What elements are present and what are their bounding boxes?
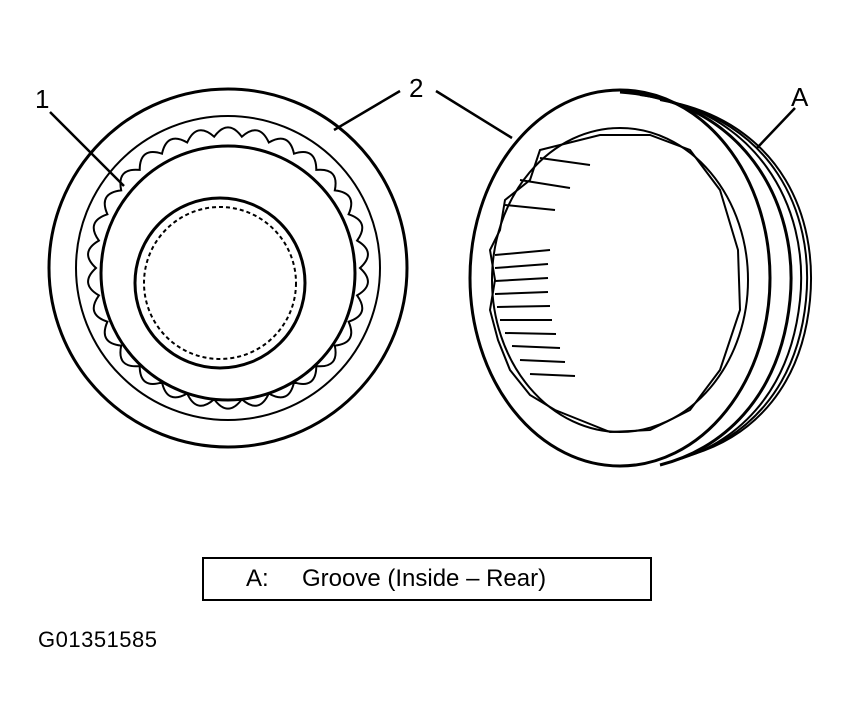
leader-1 [49, 111, 125, 187]
leader-a [756, 107, 796, 149]
callout-a: A [791, 82, 809, 112]
sleeve-face-outer [468, 88, 772, 468]
legend-key: A: [246, 565, 269, 592]
groove-band-1 [619, 90, 793, 467]
leader-2-right [435, 89, 513, 140]
sleeve-face-inner [491, 127, 749, 433]
groove-band-4 [679, 103, 812, 455]
groove-band-2 [639, 94, 803, 463]
leader-2-left [333, 89, 401, 132]
spline-teeth-lines [494, 157, 591, 377]
internal-splines [488, 134, 742, 434]
sleeve-outer-rim [47, 87, 409, 449]
legend-text: Groove (Inside – Rear) [302, 565, 547, 592]
hub-inner-ring [133, 196, 307, 370]
legend-box: A: Groove (Inside – Rear) [202, 557, 652, 601]
groove-band-3 [659, 99, 808, 459]
leader-lines [49, 89, 796, 187]
callout-2: 2 [409, 73, 424, 103]
callout-1: 1 [35, 84, 50, 114]
figure-id: G01351585 [38, 627, 158, 652]
right-assembly [468, 88, 812, 468]
hub-spline-ring [143, 206, 297, 360]
left-assembly [47, 87, 409, 449]
sleeve-inner-ring [75, 115, 381, 421]
hub-outer-ring [99, 144, 357, 402]
